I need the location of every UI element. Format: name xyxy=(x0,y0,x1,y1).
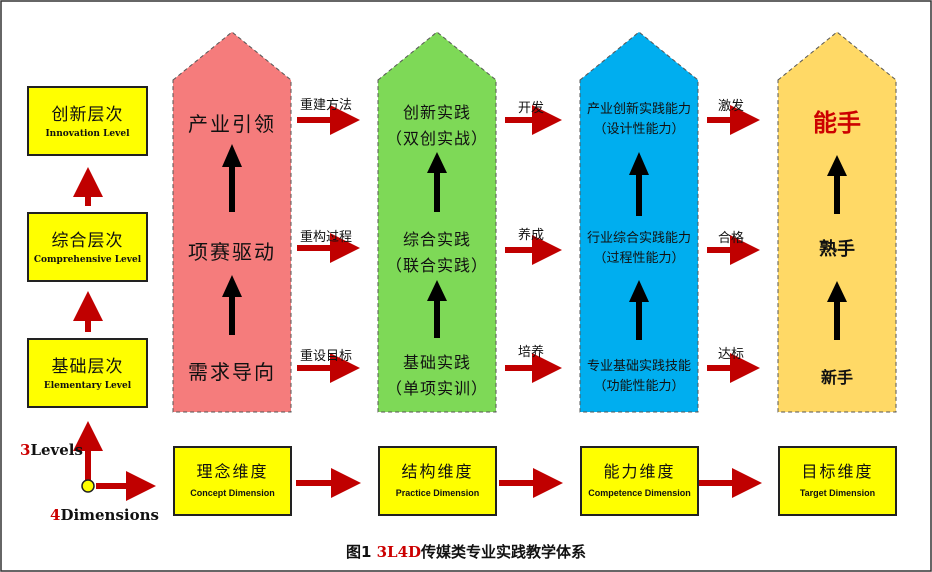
practice-item-title: 创新实践 xyxy=(402,103,471,122)
connector-label: 开发 xyxy=(518,101,545,116)
origin-dot xyxy=(81,479,95,493)
dimension-subtitle: Practice Dimension xyxy=(395,488,480,498)
practice-item-note: （联合实践） xyxy=(385,256,488,275)
level-title: 创新层次 xyxy=(51,105,124,125)
competence-item-note: （功能性能力） xyxy=(593,379,685,394)
levels-axis-prefix: 3 xyxy=(20,441,31,459)
caption-prefix: 图1 xyxy=(345,543,377,561)
up-arrow xyxy=(629,280,649,340)
level-box-innovation: 创新层次 Innovation Level xyxy=(27,86,148,156)
levels-axis-text: Levels xyxy=(30,441,83,459)
level-subtitle: Elementary Level xyxy=(43,381,132,391)
levels-axis-label: 3Levels xyxy=(20,441,83,459)
level-title: 基础层次 xyxy=(51,357,124,377)
level-subtitle: Comprehensive Level xyxy=(33,255,142,265)
dimension-title: 结构维度 xyxy=(401,462,474,481)
dimensions-axis-label: 4Dimensions xyxy=(50,506,159,524)
dimension-subtitle: Competence Dimension xyxy=(588,488,691,498)
practice-item-comprehensive: 综合实践 （联合实践） xyxy=(378,227,496,279)
practice-item-innovation: 创新实践 （双创实战） xyxy=(378,100,496,152)
up-arrow xyxy=(827,155,847,214)
practice-column-shape xyxy=(377,31,497,413)
target-novice: 新手 xyxy=(820,368,853,387)
dimension-axis-arrows xyxy=(96,468,762,501)
concept-item-demand: 需求导向 xyxy=(188,360,276,384)
dimensions-axis-prefix: 4 xyxy=(50,506,61,524)
competence-item-basic: 专业基础实践技能 （功能性能力） xyxy=(580,357,698,397)
black-up-arrows xyxy=(222,144,847,340)
dimension-title: 目标维度 xyxy=(801,462,874,481)
dimension-box-competence: 能力维度 Competence Dimension xyxy=(580,446,699,516)
dimension-box-concept: 理念维度 Concept Dimension xyxy=(173,446,292,516)
connector-label: 达标 xyxy=(718,347,745,362)
concept-item-industry: 产业引领 xyxy=(188,112,276,136)
up-arrow xyxy=(222,275,242,335)
connector-label: 养成 xyxy=(518,228,545,243)
practice-item-note: （单项实训） xyxy=(385,379,488,398)
competence-item-note: （过程性能力） xyxy=(593,251,685,266)
dimension-box-target: 目标维度 Target Dimension xyxy=(778,446,897,516)
level-title: 综合层次 xyxy=(51,231,124,251)
competence-item-title: 行业综合实践能力 xyxy=(586,231,691,246)
connector-label: 激发 xyxy=(718,99,745,114)
connector-label: 重建方法 xyxy=(300,98,353,113)
up-arrow xyxy=(427,152,447,212)
connector-label: 合格 xyxy=(718,231,745,246)
practice-item-note: （双创实战） xyxy=(385,129,488,148)
figure-caption: 图1 3L4D传媒类专业实践教学体系 xyxy=(0,541,932,562)
competence-item-title: 专业基础实践技能 xyxy=(586,359,691,374)
up-arrow xyxy=(629,152,649,216)
practice-item-title: 综合实践 xyxy=(402,230,471,249)
concept-item-competition: 项赛驱动 xyxy=(188,240,276,264)
dimensions-axis-text: Dimensions xyxy=(60,506,159,524)
dimension-subtitle: Concept Dimension xyxy=(190,488,275,498)
up-arrow xyxy=(427,280,447,338)
up-arrow xyxy=(827,281,847,340)
level-box-elementary: 基础层次 Elementary Level xyxy=(27,338,148,408)
red-connector-arrows xyxy=(297,105,760,383)
dimension-subtitle: Target Dimension xyxy=(799,488,876,498)
concept-column-shape xyxy=(172,31,292,413)
practice-item-title: 基础实践 xyxy=(402,353,471,372)
connector-label: 培养 xyxy=(518,345,545,360)
target-expert: 能手 xyxy=(813,109,861,137)
up-arrow xyxy=(222,144,242,212)
level-box-comprehensive: 综合层次 Comprehensive Level xyxy=(27,212,148,282)
target-skilled: 熟手 xyxy=(819,239,855,260)
competence-item-note: （设计性能力） xyxy=(593,122,685,137)
level-subtitle: Innovation Level xyxy=(45,129,130,139)
competence-item-title: 产业创新实践能力 xyxy=(586,102,691,117)
dimension-box-practice: 结构维度 Practice Dimension xyxy=(378,446,497,516)
target-column-shape xyxy=(777,31,897,413)
competence-item-innovation: 产业创新实践能力 （设计性能力） xyxy=(580,100,698,140)
connector-label: 重设目标 xyxy=(300,349,353,364)
competence-column-shape xyxy=(579,31,699,413)
caption-text: 传媒类专业实践教学体系 xyxy=(421,543,587,561)
competence-item-comprehensive: 行业综合实践能力 （过程性能力） xyxy=(580,229,698,269)
practice-item-basic: 基础实践 （单项实训） xyxy=(378,350,496,402)
dimension-title: 理念维度 xyxy=(196,462,269,481)
connector-label: 重构过程 xyxy=(300,230,353,245)
dimension-title: 能力维度 xyxy=(603,462,676,481)
caption-highlight: 3L4D xyxy=(376,543,422,561)
